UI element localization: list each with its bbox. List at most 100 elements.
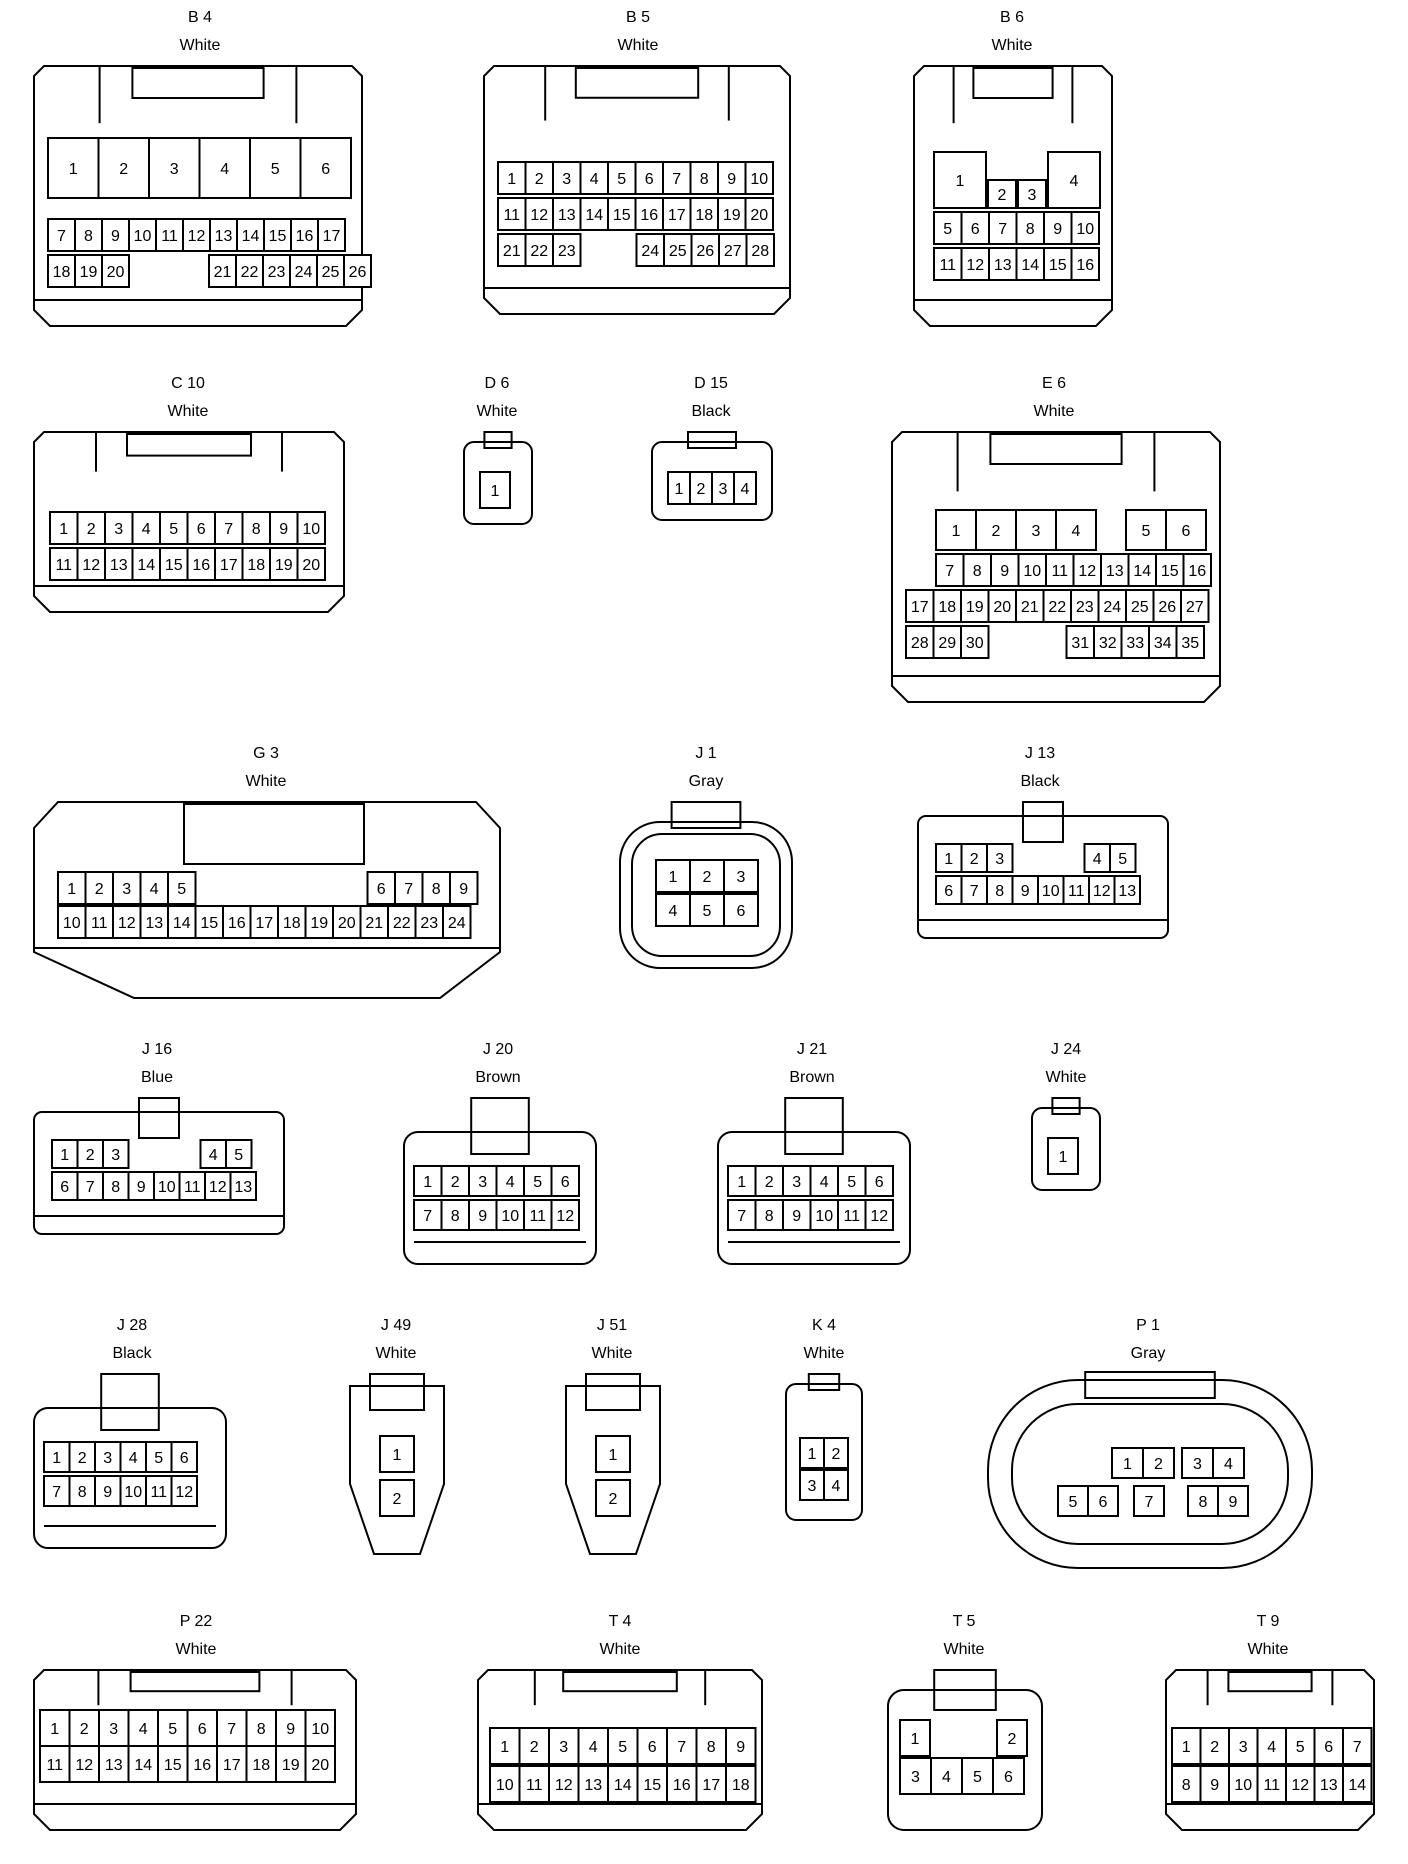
connector-housing [917,815,1169,939]
pin-cavity [1093,625,1123,659]
pin-pin-label: 10 [1076,221,1094,238]
pin-cavity [607,1765,639,1803]
connector-color-label: White [992,37,1033,54]
pin-cavity [1111,1447,1144,1479]
pin-pin-label: 1 [393,1447,402,1464]
pin-cavity [635,233,665,267]
pin-cavity [523,1199,553,1231]
pin-pin-label: 11 [1263,1777,1280,1794]
pin-pin-label: 9 [137,1179,146,1196]
pin-cavity [727,1165,757,1197]
pin-pin-label: 8 [700,171,709,188]
connector-color-label: White [1046,1069,1087,1086]
pin-pin-label: 5 [847,1174,856,1191]
connector-housing [913,65,1113,327]
pin-cavity [1011,875,1039,905]
pin-pin-label: 9 [459,881,468,898]
locking-tab [131,67,265,99]
pin-cavity [1017,179,1047,209]
pin-pin-label: 6 [198,1721,207,1738]
pin-cavity [960,875,988,905]
pin-pin-label: 11 [150,1484,167,1501]
pin-pin-label: 15 [164,1757,182,1774]
locking-tab [989,433,1123,465]
pin-pin-label: 18 [938,599,956,616]
pin-pin-label: 16 [673,1777,691,1794]
pin-pin-label: 14 [173,915,191,932]
pin-pin-label: 1 [669,869,678,886]
connector-color-label: White [176,1641,217,1658]
pin-pin-label: 1 [911,1731,920,1748]
locking-tab [972,67,1054,99]
pin-pin-label: 5 [1118,851,1127,868]
pin-cavity [634,197,664,231]
connector-housing [349,1385,445,1555]
pin-pin-label: 6 [648,1739,657,1756]
pin-cavity [986,843,1014,873]
pin-cavity [1055,509,1097,551]
connector-housing [717,1131,911,1265]
connector-housing [785,1383,863,1521]
pin-pin-label: 19 [275,557,293,574]
pin-pin-label: 3 [1193,1456,1202,1473]
pin-pin-label: 19 [282,1757,300,1774]
pin-pin-label: 12 [82,557,100,574]
pin-pin-label: 26 [349,264,367,281]
pin-cavity [1142,1447,1175,1479]
pin-pin-label: 3 [1032,523,1041,540]
pin-cavity [837,1165,867,1197]
pin-cavity [935,843,963,873]
pin-cavity [316,254,345,288]
pin-pin-label: 5 [271,161,280,178]
pin-pin-label: 11 [939,257,956,274]
pin-pin-label: 2 [119,161,128,178]
pin-pin-label: 8 [451,1208,460,1225]
connector-id-label: B 6 [1000,9,1024,26]
pin-cavity [745,233,775,267]
pin-pin-label: 4 [142,521,151,538]
locking-tab [562,1671,678,1693]
pin-pin-label: 14 [137,557,155,574]
pin-pin-label: 4 [1070,173,1079,190]
pin-pin-label: 13 [215,228,233,245]
pin-pin-label: 8 [252,521,261,538]
pin-pin-label: 6 [971,221,980,238]
connector-housing [619,821,793,969]
pin-cavity [823,1437,849,1469]
pin-pin-label: 21 [214,264,232,281]
connector-id-label: J 21 [797,1041,827,1058]
pin-cavity [145,1441,173,1473]
pin-cavity [225,1139,253,1169]
connector-housing [33,431,345,613]
pin-pin-label: 6 [197,521,206,538]
pin-pin-label: 13 [1118,883,1136,900]
pin-cavity [988,247,1018,281]
pin-cavity [899,1719,931,1757]
pin-pin-label: 17 [323,228,341,245]
pin-cavity [148,137,201,199]
pin-pin-label: 6 [377,881,386,898]
connector-id-label: C 10 [171,375,205,392]
pin-pin-label: 2 [1154,1456,1163,1473]
pin-pin-label: 14 [134,1757,152,1774]
pin-cavity [518,1727,550,1765]
connector-id-label: J 24 [1051,1041,1081,1058]
pin-cavity [962,553,992,587]
pin-cavity [245,1745,277,1783]
locking-tab [483,431,513,449]
pin-pin-label: 3 [1028,187,1037,204]
connector-id-label: J 51 [597,1317,627,1334]
pin-cavity [379,1479,415,1517]
pin-pin-label: 7 [970,883,979,900]
pin-cavity [548,1765,580,1803]
pin-cavity [636,1765,668,1803]
pin-pin-label: 20 [311,1757,329,1774]
pin-cavity [1097,589,1127,623]
pin-cavity [102,1139,130,1169]
pin-pin-label: 6 [1004,1769,1013,1786]
locking-tab [369,1373,425,1411]
connector-housing [1031,1107,1101,1191]
